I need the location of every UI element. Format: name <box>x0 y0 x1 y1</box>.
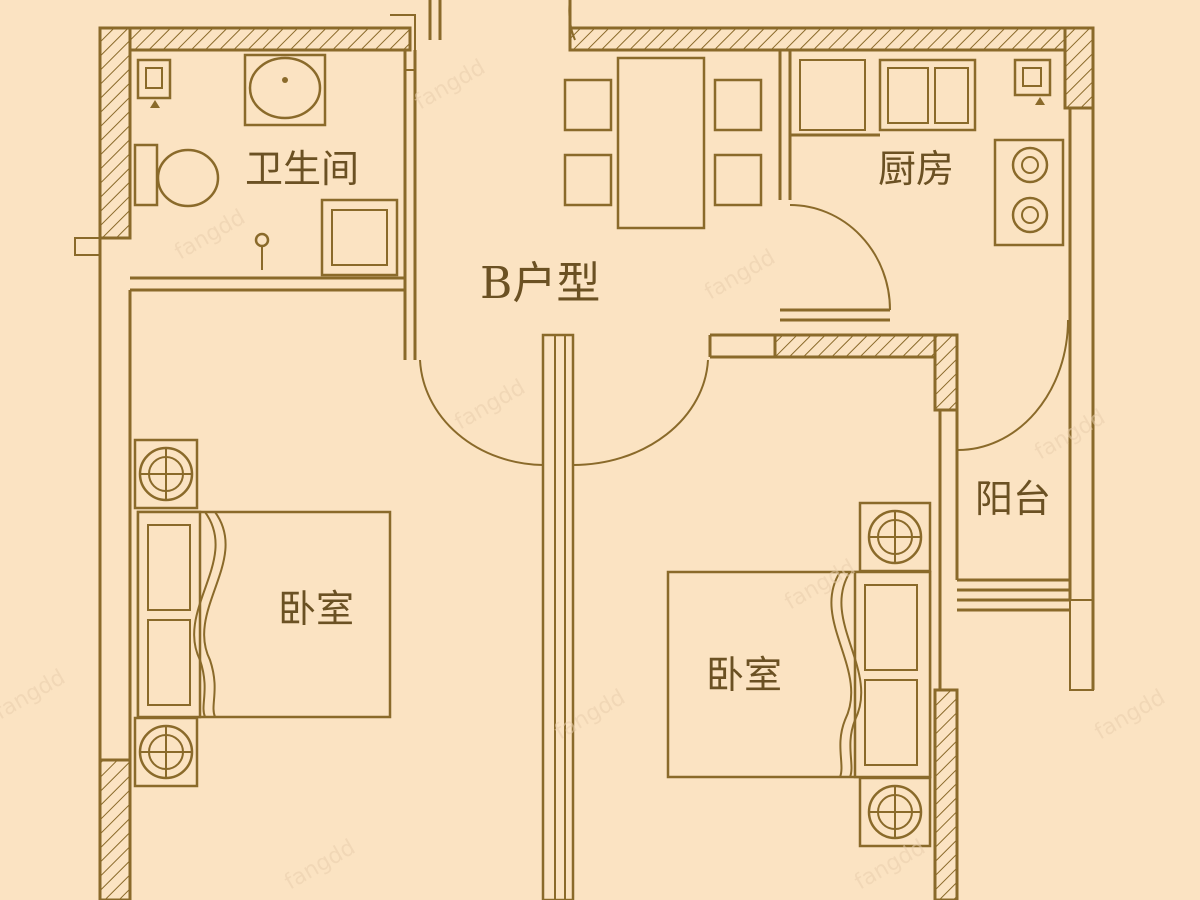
bedroom-right-label: 卧室 <box>706 653 782 697</box>
watermark-9: fangdd <box>1091 685 1170 745</box>
watermark-2: fangdd <box>411 55 490 115</box>
kitchen-fixtures <box>799 58 1065 247</box>
bed-right <box>666 501 932 848</box>
watermark-4: fangdd <box>451 375 530 435</box>
watermark-10: fangdd <box>281 835 360 895</box>
unit-type-label: B户型 <box>480 258 600 309</box>
bed-left <box>133 438 392 788</box>
balcony-label: 阳台 <box>975 477 1051 521</box>
dining-set <box>563 56 763 230</box>
bathroom-label: 卫生间 <box>245 147 359 191</box>
watermark-7: fangdd <box>0 665 70 725</box>
watermark-3: fangdd <box>701 245 780 305</box>
bathroom-fixtures <box>133 53 399 277</box>
outer-walls <box>98 26 1095 900</box>
watermark-1: fangdd <box>171 205 250 265</box>
door-swings <box>419 0 1069 467</box>
bedroom-left-label: 卧室 <box>278 587 354 631</box>
inner-walls <box>74 0 1095 900</box>
kitchen-label: 厨房 <box>878 147 954 191</box>
